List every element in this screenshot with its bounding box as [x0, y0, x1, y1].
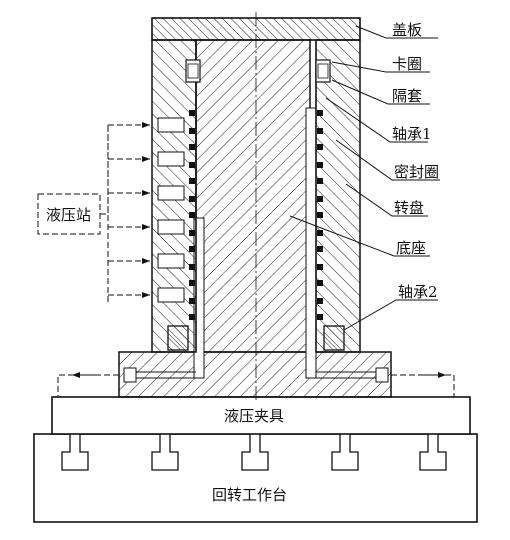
label-base: 底座 — [396, 239, 426, 257]
rotary-table — [33, 433, 478, 523]
hydraulic-station — [37, 122, 150, 302]
label-spacer: 隔套 — [392, 87, 422, 105]
seal-rings — [189, 110, 323, 320]
label-bearing1: 轴承1 — [392, 125, 432, 143]
outlet-lines — [57, 372, 455, 397]
bearing-1 — [185, 59, 331, 83]
t-slot-group — [61, 434, 447, 471]
label-snap-ring: 卡圈 — [392, 55, 422, 73]
label-turntable: 转盘 — [394, 199, 424, 217]
label-hydraulic-station: 液压站 — [46, 206, 91, 224]
port-blocks — [157, 117, 185, 303]
label-bearing2: 轴承2 — [398, 283, 438, 301]
leader-lines — [289, 25, 440, 331]
label-hydraulic-fixture: 液压夹具 — [224, 407, 284, 425]
label-cover-plate: 盖板 — [392, 21, 422, 39]
label-seal-ring: 密封圈 — [394, 163, 439, 181]
bearing-2 — [167, 325, 345, 351]
label-rotary-table: 回转工作台 — [212, 486, 287, 504]
